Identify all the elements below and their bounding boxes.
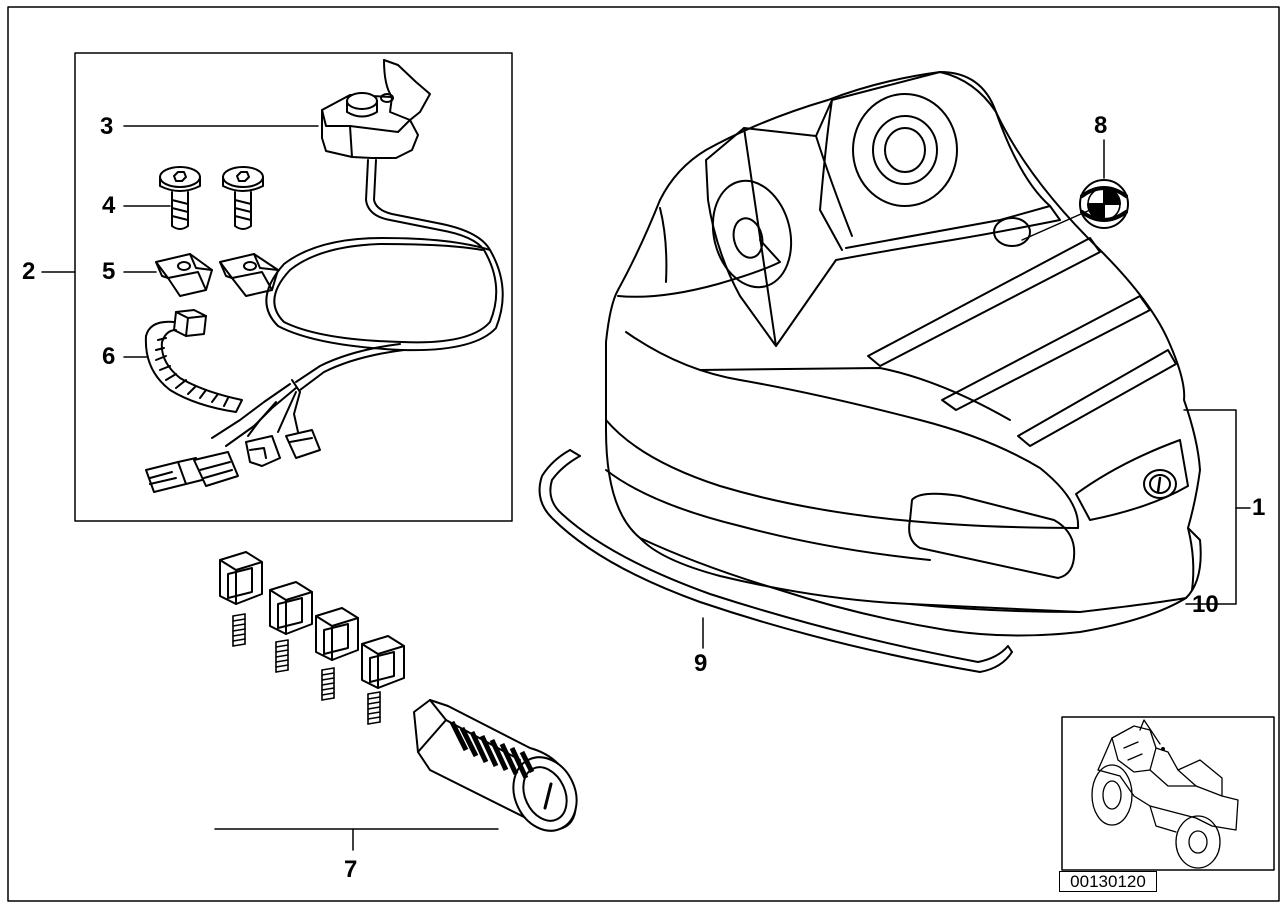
lock-cylinder-ridges	[449, 720, 535, 780]
callout-5: 5	[102, 258, 116, 285]
lock-cylinder	[413, 699, 578, 832]
connector-plugs	[145, 429, 321, 493]
tank-cover	[605, 71, 1202, 637]
lock-tumbler-3	[315, 607, 359, 661]
callout-1: 1	[1252, 494, 1266, 521]
lock-tumbler-2	[269, 581, 313, 635]
edge-trim	[538, 449, 1013, 673]
callout-7: 7	[344, 856, 358, 883]
motorcycle-thumbnail	[1091, 719, 1239, 869]
wiring-harness-cable	[211, 159, 504, 447]
switch-housing	[321, 59, 431, 159]
leader-line-7	[214, 828, 499, 851]
screw-right	[222, 166, 264, 230]
callout-8: 8	[1094, 112, 1108, 139]
outer-frame	[7, 6, 1280, 902]
callout-4: 4	[102, 192, 116, 219]
bmw-emblem	[1079, 179, 1129, 229]
leader-lines	[41, 125, 1251, 649]
callout-2: 2	[22, 258, 36, 285]
callout-3: 3	[100, 113, 114, 140]
cable-tie	[144, 309, 243, 413]
reference-dot	[1161, 747, 1165, 751]
screw-left	[159, 166, 201, 230]
thumbnail-box	[1061, 716, 1275, 871]
lock-tumbler-4	[361, 635, 405, 689]
kit-box	[74, 52, 513, 522]
diagram-reference-code: 00130120	[1059, 871, 1157, 892]
clip-nut-left	[155, 253, 213, 297]
clip-nut-right	[219, 253, 279, 297]
callout-10: 10	[1192, 591, 1219, 618]
lock-tumbler-1	[219, 551, 263, 605]
callout-6: 6	[102, 343, 116, 370]
springs	[232, 613, 381, 725]
callout-9: 9	[694, 650, 708, 677]
